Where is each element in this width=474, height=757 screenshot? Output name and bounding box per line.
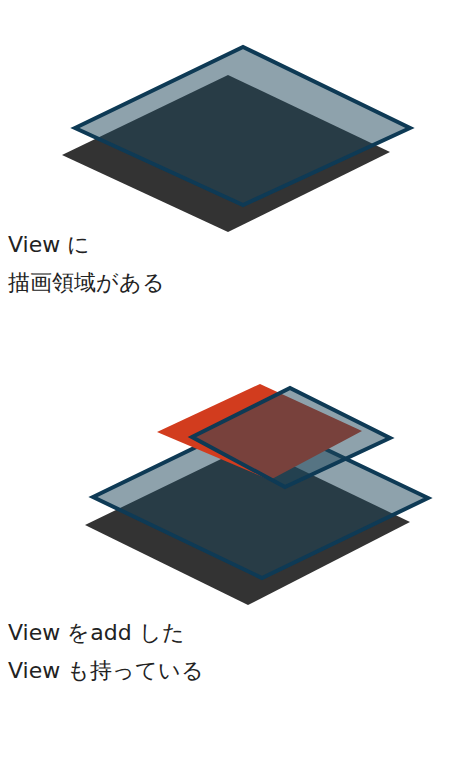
caption-line: View に xyxy=(8,232,90,258)
caption-line: View をadd した xyxy=(8,620,185,646)
view-layer xyxy=(75,47,410,205)
caption-line: 描画領域がある xyxy=(8,270,165,296)
caption-line: View も持っている xyxy=(8,658,204,684)
subview-layer xyxy=(192,388,390,487)
